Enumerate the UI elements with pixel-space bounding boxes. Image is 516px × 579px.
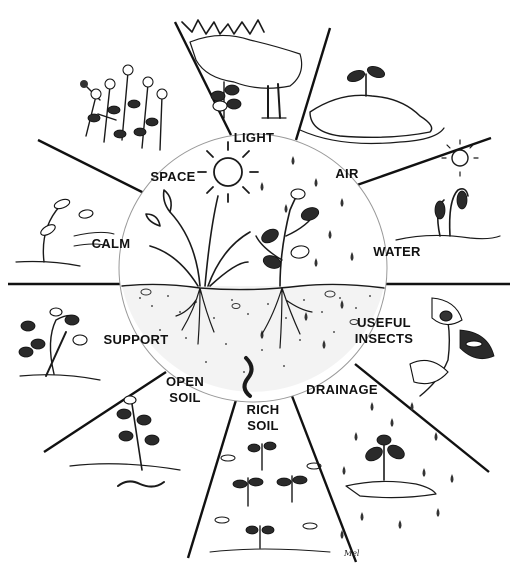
divider-space-light [173, 21, 233, 136]
divider-calm-space [37, 138, 151, 198]
rich-soil-illustration [209, 441, 331, 553]
radial-dividers [8, 21, 510, 563]
ladybug-icon [439, 310, 453, 322]
center-roots [175, 287, 313, 349]
open-soil-illustration [69, 395, 181, 488]
small-sun-icon [451, 149, 469, 167]
divider-light-air [294, 27, 332, 141]
label-space: SPACE [150, 169, 195, 184]
label-open: OPEN [166, 374, 204, 389]
sun-rays-icon [181, 19, 265, 35]
light-illustration [181, 19, 303, 119]
caterpillar-icon [465, 340, 483, 348]
label-air: AIR [335, 166, 359, 181]
label-calm: CALM [92, 236, 131, 251]
label-insects: INSECTS [355, 331, 413, 346]
center-raindrops [260, 156, 354, 349]
drainage-illustration [340, 402, 454, 539]
label-support: SUPPORT [104, 332, 169, 347]
divider-drainage-richsoil [290, 395, 358, 563]
water-illustration [395, 139, 501, 241]
label-rich: RICH [247, 402, 280, 417]
artist-signature: Mel [343, 549, 360, 558]
divider-air-water [356, 136, 492, 187]
divider-richsoil-opensoil [186, 399, 238, 559]
label-rich-soil: SOIL [247, 418, 279, 433]
label-useful: USEFUL [357, 315, 411, 330]
earthworm-icon [242, 356, 254, 398]
label-open-soil: SOIL [169, 390, 201, 405]
divider-opensoil-support [43, 370, 167, 454]
label-water: WATER [373, 244, 421, 259]
center-grass-plant [145, 189, 251, 287]
support-illustration [18, 307, 101, 381]
space-illustration [80, 64, 168, 151]
label-drainage: DRAINAGE [306, 382, 378, 397]
insects-illustration [409, 297, 495, 397]
divider-insects-drainage [354, 363, 490, 473]
label-light: LIGHT [234, 130, 275, 145]
sun-icon [197, 141, 259, 203]
air-illustration [299, 65, 445, 145]
calm-illustration [15, 198, 115, 267]
center-bean-plant [255, 188, 320, 287]
